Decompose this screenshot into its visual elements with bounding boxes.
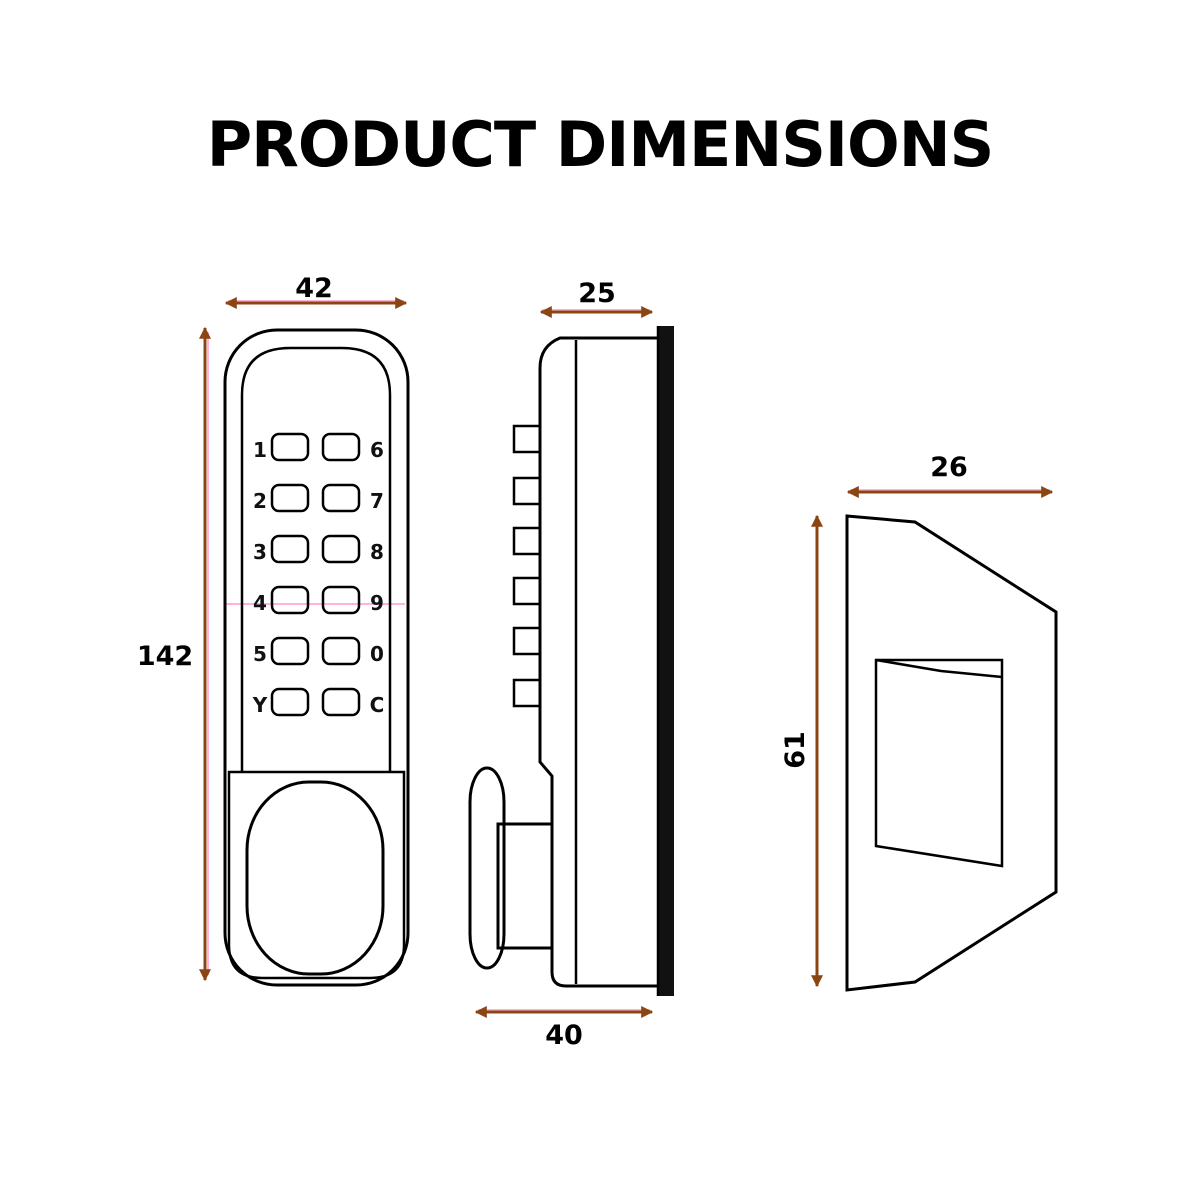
side-knob [468, 766, 506, 970]
keypad-button [321, 483, 361, 513]
key-label: C [370, 693, 385, 717]
keypad-button [321, 534, 361, 564]
side-button [512, 576, 542, 606]
keypad-button [321, 636, 361, 666]
lock-front-body [223, 328, 410, 987]
keypad-button [270, 483, 310, 513]
keypad-button [270, 432, 310, 462]
knob-housing [227, 770, 406, 980]
bracket-width-label: 26 [930, 452, 968, 483]
keypad-button [270, 636, 310, 666]
side-button [512, 626, 542, 656]
key-label: 3 [253, 540, 267, 564]
keypad-button [270, 585, 310, 615]
lock-side-body [538, 336, 657, 988]
knob-stem [496, 822, 554, 950]
key-label: Y [252, 693, 268, 717]
key-label: 0 [370, 642, 384, 666]
side-button [512, 424, 542, 454]
key-label: 2 [253, 489, 267, 513]
front-width-label: 42 [295, 273, 333, 304]
mounting-plate [657, 326, 674, 996]
key-label: 5 [253, 642, 267, 666]
keypad-button [270, 687, 310, 717]
side-button [512, 476, 542, 506]
strike-bracket [845, 514, 1058, 992]
strike-window [874, 658, 1004, 868]
key-label: 7 [370, 489, 384, 513]
key-label: 1 [253, 438, 267, 462]
bracket-view: 26 61 [780, 452, 1058, 992]
side-button [512, 678, 542, 708]
key-label: 6 [370, 438, 384, 462]
side-button [512, 526, 542, 556]
keypad-buttons [270, 432, 361, 717]
key-label: 9 [370, 591, 384, 615]
front-knob [245, 780, 385, 976]
keypad-button [321, 585, 361, 615]
front-view: 42 142 1 2 3 4 5 [137, 273, 410, 987]
side-depth-bottom-label: 40 [545, 1020, 583, 1051]
front-height-label: 142 [137, 641, 193, 672]
side-depth-top-label: 25 [578, 278, 616, 309]
bracket-height-label: 61 [780, 731, 811, 769]
keypad-panel [240, 346, 392, 772]
page-title: PRODUCT DIMENSIONS [206, 108, 995, 181]
keypad-button [321, 687, 361, 717]
key-label: 8 [370, 540, 384, 564]
key-label: 4 [253, 591, 267, 615]
keypad-button [270, 534, 310, 564]
keypad-button [321, 432, 361, 462]
side-view: 25 40 [468, 278, 674, 1051]
